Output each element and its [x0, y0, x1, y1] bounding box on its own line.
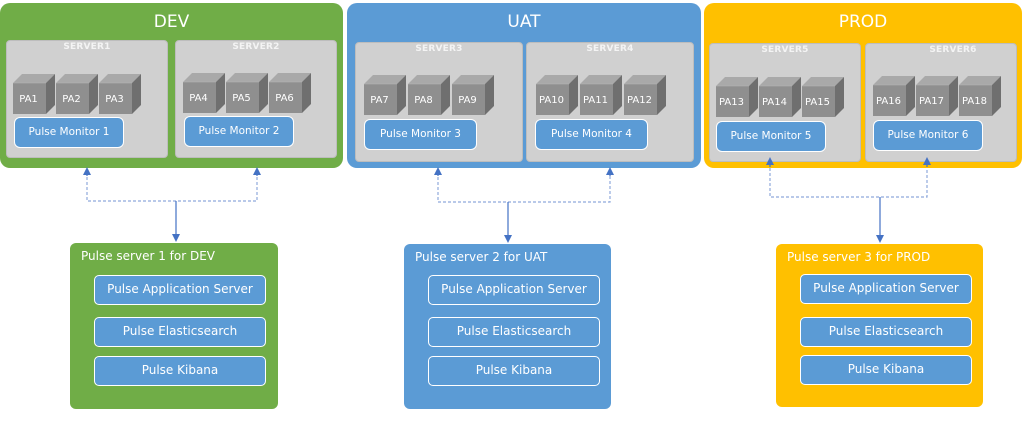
connector-dev	[83, 167, 261, 242]
cube-icon	[13, 74, 55, 114]
agent-label: PA16	[876, 96, 901, 107]
server-box: SERVER2 PA4 PA5 PA6 Pulse Monitor 2	[175, 40, 337, 158]
agent-label: PA3	[105, 94, 124, 105]
agent-cube: PA13	[716, 77, 758, 117]
cube-icon	[364, 75, 406, 115]
service-kibana[interactable]: Pulse Kibana	[800, 355, 972, 385]
server-box: SERVER5 PA13 PA14 PA15 Pulse Monitor 5	[709, 43, 861, 162]
service-application-server[interactable]: Pulse Application Server	[800, 274, 972, 304]
cube-icon	[226, 73, 268, 113]
pulse-server-title: Pulse server 1 for DEV	[81, 249, 216, 263]
agent-cube: PA8	[408, 75, 450, 115]
agent-label: PA13	[719, 97, 744, 108]
service-kibana[interactable]: Pulse Kibana	[94, 356, 266, 386]
pulse-server-prod: Pulse server 3 for PROD Pulse Applicatio…	[776, 244, 983, 407]
pulse-monitor[interactable]: Pulse Monitor 4	[535, 119, 648, 150]
pulse-server-title: Pulse server 2 for UAT	[415, 250, 548, 264]
service-application-server[interactable]: Pulse Application Server	[428, 275, 600, 305]
cube-icon	[873, 76, 915, 116]
agent-cube: PA10	[536, 75, 578, 115]
agent-label: PA7	[370, 95, 389, 106]
agent-cube: PA1	[13, 74, 55, 114]
agent-cube: PA6	[269, 73, 311, 113]
server-box: SERVER3 PA7 PA8 PA9 Pulse Monitor 3	[355, 42, 523, 162]
agent-label: PA9	[458, 95, 477, 106]
cube-icon	[759, 77, 801, 117]
connector-uat	[434, 167, 614, 243]
server-title: SERVER2	[232, 42, 280, 52]
agent-cube: PA14	[759, 77, 801, 117]
agent-label: PA14	[762, 97, 787, 108]
service-elasticsearch[interactable]: Pulse Elasticsearch	[428, 317, 600, 347]
env-panel-dev: DEV SERVER1 PA1 PA2 PA3 Pulse Monitor 1 …	[0, 3, 343, 168]
agent-label: PA15	[805, 97, 830, 108]
pulse-monitor[interactable]: Pulse Monitor 3	[364, 119, 477, 150]
agent-cube: PA18	[959, 76, 1001, 116]
cube-icon	[716, 77, 758, 117]
server-title: SERVER3	[415, 44, 463, 54]
agent-label: PA2	[62, 94, 81, 105]
connector-prod	[769, 168, 928, 243]
pulse-monitor[interactable]: Pulse Monitor 2	[184, 116, 294, 147]
agent-label: PA1	[19, 94, 38, 105]
server-title: SERVER5	[761, 45, 809, 55]
server-title: SERVER4	[586, 44, 634, 54]
cube-icon	[269, 73, 311, 113]
dashed-link	[86, 172, 258, 202]
agent-cube: PA17	[916, 76, 958, 116]
dashed-link	[769, 168, 928, 198]
agent-cube: PA9	[452, 75, 494, 115]
service-elasticsearch[interactable]: Pulse Elasticsearch	[94, 317, 266, 347]
env-panel-prod: PROD SERVER5 PA13 PA14 PA15 Pulse Monito…	[704, 3, 1022, 168]
server-title: SERVER1	[63, 42, 111, 52]
cube-icon	[99, 74, 141, 114]
pulse-monitor[interactable]: Pulse Monitor 6	[873, 120, 983, 151]
agent-cube: PA11	[580, 75, 622, 115]
pulse-server-title: Pulse server 3 for PROD	[787, 250, 931, 264]
env-title: PROD	[838, 12, 888, 32]
cube-icon	[580, 75, 622, 115]
cube-icon	[802, 77, 844, 117]
agent-label: PA8	[414, 95, 433, 106]
agent-label: PA18	[962, 96, 987, 107]
server-box: SERVER4 PA10 PA11 PA12 Pulse Monitor 4	[526, 42, 694, 162]
agent-label: PA6	[275, 93, 294, 104]
cube-icon	[452, 75, 494, 115]
pulse-monitor[interactable]: Pulse Monitor 1	[14, 117, 124, 148]
cube-icon	[536, 75, 578, 115]
server-box: SERVER6 PA16 PA17 PA18 Pulse Monitor 6	[865, 43, 1017, 162]
cube-icon	[916, 76, 958, 116]
agent-label: PA11	[583, 95, 608, 106]
agent-cube: PA5	[226, 73, 268, 113]
env-title: DEV	[153, 12, 190, 32]
server-title: SERVER6	[929, 45, 977, 55]
agent-label: PA5	[232, 93, 251, 104]
agent-cube: PA4	[183, 73, 225, 113]
agent-cube: PA7	[364, 75, 406, 115]
agent-cube: PA15	[802, 77, 844, 117]
service-elasticsearch[interactable]: Pulse Elasticsearch	[800, 317, 972, 347]
agent-label: PA12	[627, 95, 652, 106]
service-application-server[interactable]: Pulse Application Server	[94, 275, 266, 305]
service-kibana[interactable]: Pulse Kibana	[428, 356, 600, 386]
cube-icon	[183, 73, 225, 113]
agent-label: PA17	[919, 96, 944, 107]
cube-icon	[959, 76, 1001, 116]
cube-icon	[56, 74, 98, 114]
cube-icon	[624, 75, 666, 115]
agent-label: PA4	[189, 93, 208, 104]
agent-cube: PA16	[873, 76, 915, 116]
env-title: UAT	[507, 12, 541, 32]
server-box: SERVER1 PA1 PA2 PA3 Pulse Monitor 1	[6, 40, 168, 158]
agent-cube: PA12	[624, 75, 666, 115]
agent-label: PA10	[539, 95, 564, 106]
pulse-server-dev: Pulse server 1 for DEV Pulse Application…	[70, 243, 278, 409]
agent-cube: PA3	[99, 74, 141, 114]
pulse-monitor[interactable]: Pulse Monitor 5	[716, 121, 826, 152]
env-panel-uat: UAT SERVER3 PA7 PA8 PA9 Pulse Monitor 3 …	[347, 3, 701, 168]
agent-cube: PA2	[56, 74, 98, 114]
pulse-server-uat: Pulse server 2 for UAT Pulse Application…	[404, 244, 611, 409]
cube-icon	[408, 75, 450, 115]
dashed-link	[437, 172, 611, 203]
